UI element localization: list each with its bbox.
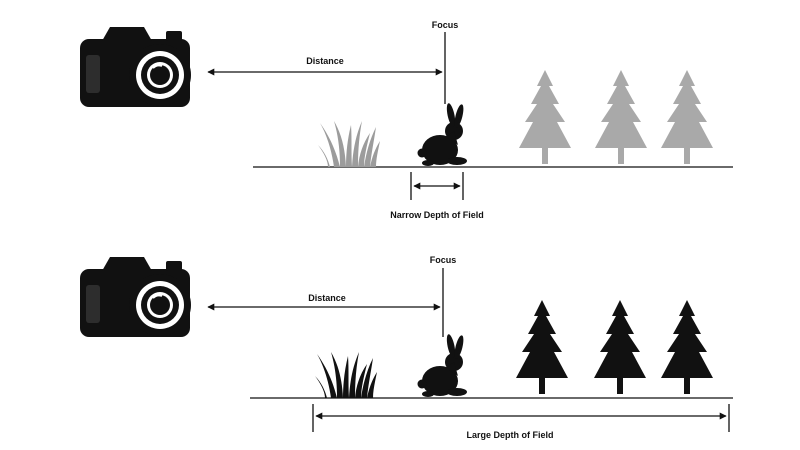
distance-label-bottom: Distance	[308, 293, 346, 303]
rabbit-icon	[417, 333, 467, 397]
tree-icon	[661, 300, 713, 394]
depth-label-top: Narrow Depth of Field	[390, 210, 484, 220]
bottom-panel: Distance Focus Large Depth of Field	[79, 255, 733, 440]
camera-icon	[79, 256, 192, 338]
grass-icon	[318, 121, 380, 167]
rabbit-icon	[417, 102, 467, 166]
tree-icon	[595, 70, 647, 164]
tree-icon	[516, 300, 568, 394]
distance-label-top: Distance	[306, 56, 344, 66]
grass-icon	[315, 352, 377, 398]
focus-label-top: Focus	[432, 20, 459, 30]
tree-icon	[661, 70, 713, 164]
tree-icon	[519, 70, 571, 164]
tree-icon	[594, 300, 646, 394]
depth-label-bottom: Large Depth of Field	[466, 430, 553, 440]
focus-label-bottom: Focus	[430, 255, 457, 265]
camera-icon	[79, 26, 192, 108]
top-panel: Distance Focus Narrow Depth of Field	[79, 20, 733, 220]
